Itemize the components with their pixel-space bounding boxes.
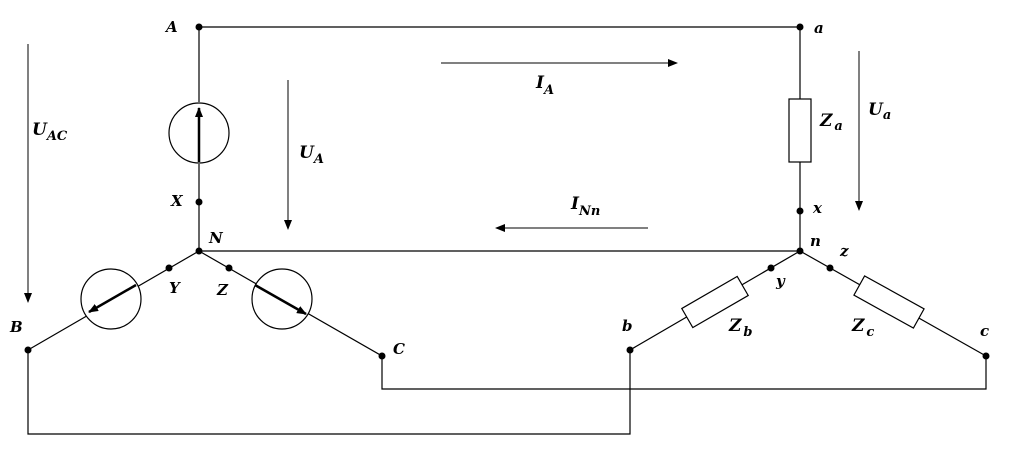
label-inn: INn [570,194,600,219]
wire-line-c [381,356,987,390]
label-ia: IA [535,73,554,98]
source-a [168,102,230,164]
node-A [195,23,203,31]
label-z: z [839,242,849,260]
label-Y: Y [169,279,181,297]
node-Y [165,264,173,272]
node-a [796,23,804,31]
label-ua-load: Ua [868,100,891,123]
node-Z [225,264,233,272]
node-c [982,352,990,360]
label-x: x [812,199,823,217]
node-n [796,247,804,255]
node-b [626,346,634,354]
wires [27,26,987,435]
impedance-zc [853,275,925,329]
node-z [826,264,834,272]
wire-line-b [27,350,631,435]
node-B [24,346,32,354]
node-y [767,264,775,272]
label-c: c [980,322,989,340]
label-X: X [170,192,184,210]
label-ua-source: UA [299,143,324,167]
label-uac: UAC [32,120,68,144]
node-x [796,207,804,215]
impedance-za [788,98,812,163]
nodes [24,23,990,360]
label-b: b [622,317,633,335]
impedance-zb [680,275,750,329]
source-c [251,268,313,330]
node-X [195,198,203,206]
source-b [80,268,142,330]
label-n: n [810,232,821,250]
label-A: A [164,18,178,36]
node-N [195,247,203,255]
label-C: C [393,340,405,358]
label-N: N [208,229,224,247]
node-C [378,352,386,360]
label-Z: Z [216,281,229,299]
label-y: y [775,272,786,290]
label-a: a [814,19,824,37]
label-B: B [9,318,23,336]
